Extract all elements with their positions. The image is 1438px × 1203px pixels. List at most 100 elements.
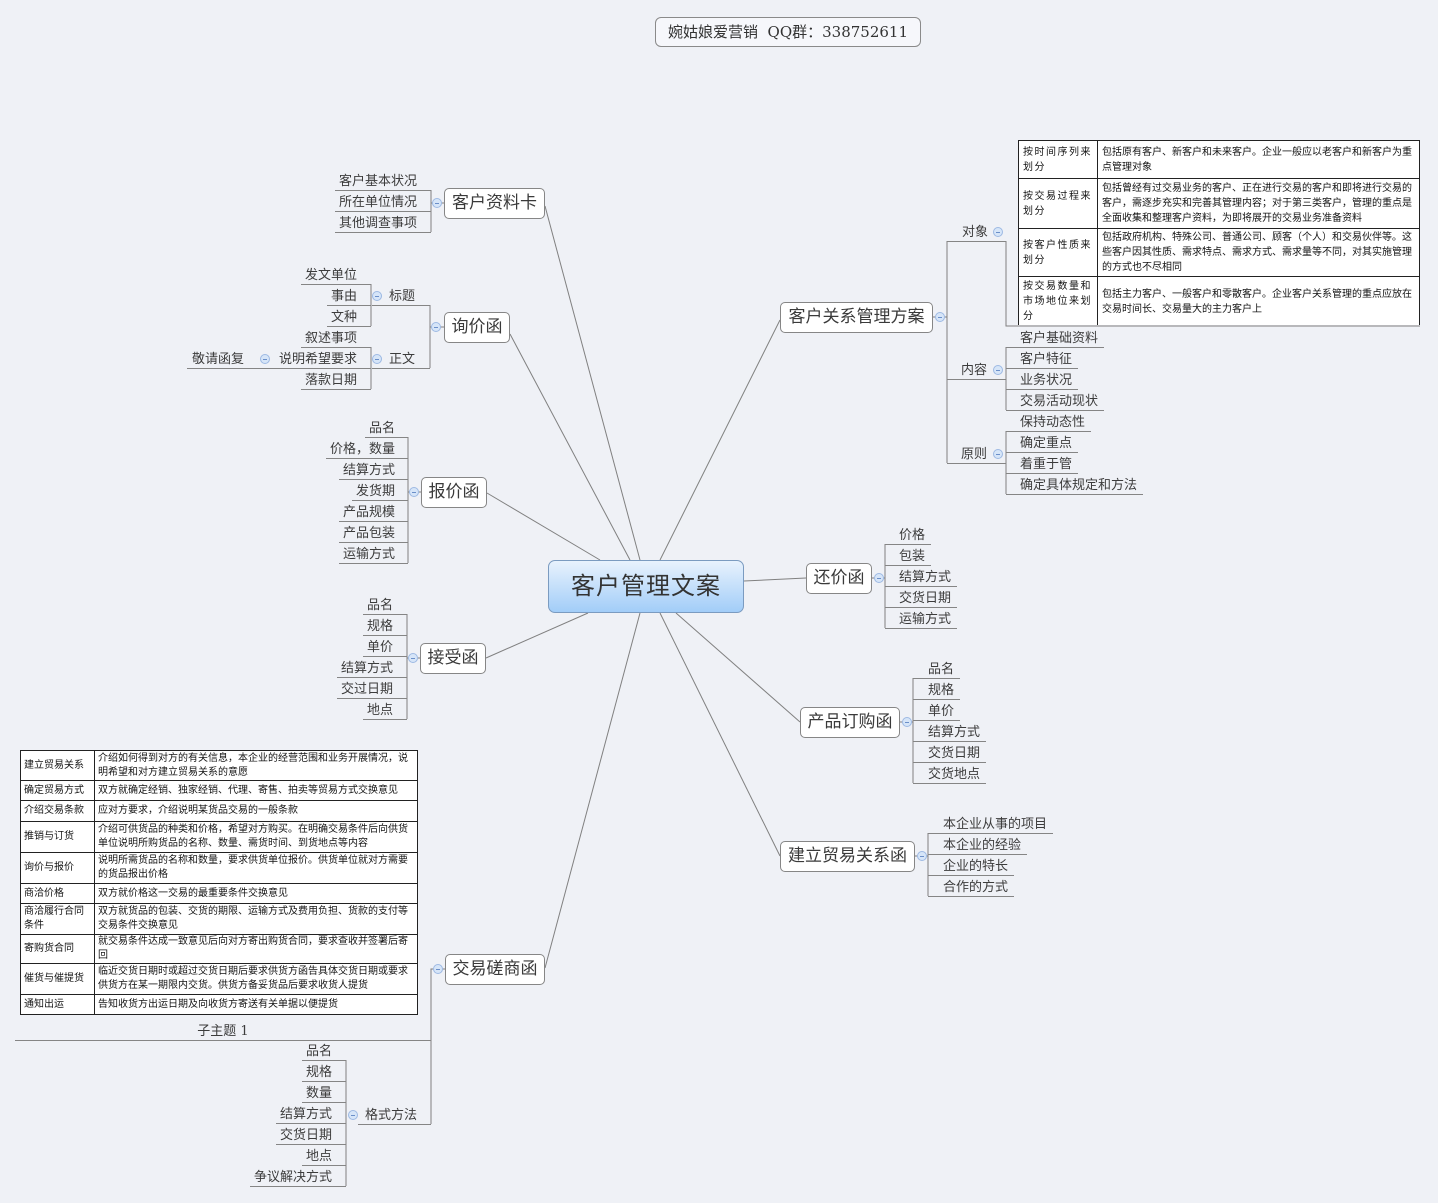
subtopic[interactable]: 发文单位 <box>300 268 371 285</box>
collapse-icon[interactable] <box>935 312 945 322</box>
collapse-icon[interactable] <box>993 365 1003 375</box>
collapse-icon[interactable] <box>408 653 418 663</box>
subtopic[interactable]: 产品规模 <box>338 505 408 522</box>
branch-line-counter-offer <box>743 577 807 582</box>
subtopic-format[interactable]: 格式方法 <box>358 1108 431 1125</box>
subtopic[interactable]: 结算方式 <box>336 661 407 678</box>
topic-trade-relation-letter[interactable]: 建立贸易关系函 <box>780 841 915 872</box>
subtopic[interactable]: 确定具体规定和方法 <box>1006 478 1144 495</box>
subtopic[interactable]: 品名 <box>362 598 407 615</box>
subtopic[interactable]: 其他调查事项 <box>334 216 431 233</box>
table-row: 推销与订货介绍可供货品的种类和价格，希望对方购买。在明确交易条件后向供货单位说明… <box>20 821 418 853</box>
topic-quotation-letter[interactable]: 报价函 <box>421 477 487 508</box>
subtopic[interactable]: 本企业的经验 <box>928 838 1028 855</box>
subtopic[interactable]: 价格 <box>885 528 932 545</box>
subtopic[interactable]: 文种 <box>326 310 371 327</box>
subtopic-request-reply[interactable]: 敬请函复 <box>187 352 272 369</box>
collapse-icon[interactable] <box>348 1110 358 1120</box>
topic-crm-plan[interactable]: 客户关系管理方案 <box>780 302 933 333</box>
subtopic[interactable]: 结算方式 <box>338 463 408 480</box>
subtopic[interactable]: 运输方式 <box>338 547 408 564</box>
subtopic[interactable]: 合作的方式 <box>928 880 1015 897</box>
subtopic[interactable]: 发货期 <box>351 484 408 501</box>
topic-counter-offer-letter[interactable]: 还价函 <box>806 563 872 594</box>
subtopic[interactable]: 结算方式 <box>885 570 958 587</box>
subtopic[interactable]: 争议解决方式 <box>249 1170 346 1187</box>
collapse-icon[interactable] <box>433 964 443 974</box>
subtopic[interactable]: 客户特征 <box>1006 352 1079 369</box>
central-topic[interactable]: 客户管理文案 <box>548 560 744 613</box>
topic-inquiry-letter[interactable]: 询价函 <box>444 312 510 343</box>
subtopic-1-label[interactable]: 子主题 1 <box>15 1024 431 1041</box>
collapse-icon[interactable] <box>372 354 382 364</box>
subtopic-heading[interactable]: 标题 <box>372 289 430 306</box>
topic-customer-card[interactable]: 客户资料卡 <box>444 188 545 219</box>
header-title[interactable]: 婉姑娘爱营销 QQ群：338752611 <box>655 17 921 47</box>
subtopic[interactable]: 规格 <box>362 619 407 636</box>
subtopic[interactable]: 产品包装 <box>338 526 408 543</box>
collapse-icon[interactable] <box>409 487 419 497</box>
subtopic[interactable]: 交货地点 <box>913 767 987 784</box>
subtopic-body[interactable]: 正文 <box>372 352 430 369</box>
table-row: 按交易数量和市场地位来划分包括主力客户、一般客户和零散客户。企业客户关系管理的重… <box>1018 276 1420 325</box>
subtopic-principle[interactable]: 原则 <box>947 447 1006 464</box>
collapse-icon[interactable] <box>432 198 442 208</box>
topic-purchase-order-letter[interactable]: 产品订购函 <box>800 707 900 738</box>
subtopic[interactable]: 数量 <box>301 1086 346 1103</box>
topic-acceptance-letter[interactable]: 接受函 <box>420 643 486 674</box>
subtopic[interactable]: 运输方式 <box>885 612 958 629</box>
customer-card-items: 客户基本状况 所在单位情况 其他调查事项 <box>334 174 431 233</box>
subtopic[interactable]: 品名 <box>913 662 961 679</box>
subtopic[interactable]: 叙述事项 <box>300 331 371 348</box>
collapse-icon[interactable] <box>917 851 927 861</box>
collapse-icon[interactable] <box>372 291 382 301</box>
subtopic[interactable]: 所在单位情况 <box>334 195 431 212</box>
table-cell-description: 包括主力客户、一般客户和零散客户。企业客户关系管理的重点应放在交易时间长、交易量… <box>1097 276 1420 325</box>
branch-line-inquiry <box>509 333 631 561</box>
collapse-icon[interactable] <box>993 227 1003 237</box>
subtopic[interactable]: 落款日期 <box>300 373 371 390</box>
bracket-acceptance <box>406 614 420 719</box>
collapse-icon[interactable] <box>993 449 1003 459</box>
topic-negotiation-letter[interactable]: 交易磋商函 <box>445 954 545 985</box>
subtopic[interactable]: 品名 <box>301 1044 346 1061</box>
table-cell-category: 催货与催提货 <box>20 963 95 995</box>
subtopic[interactable]: 包装 <box>885 549 932 566</box>
subtopic[interactable]: 本企业从事的项目 <box>928 817 1054 834</box>
subtopic[interactable]: 客户基本状况 <box>334 174 431 191</box>
customer-segmentation-table[interactable]: 按时间序列来划分包括原有客户、新客户和未来客户。企业一般应以老客户和新客户为重点… <box>1018 140 1420 325</box>
subtopic[interactable]: 地点 <box>362 703 407 720</box>
subtopic[interactable]: 说明希望要求 <box>271 352 371 369</box>
collapse-icon[interactable] <box>874 573 884 583</box>
subtopic[interactable]: 规格 <box>301 1065 346 1082</box>
table-row: 按交易过程来划分包括曾经有过交易业务的客户、正在进行交易的客户和即将进行交易的客… <box>1018 178 1420 229</box>
subtopic-target[interactable]: 对象 <box>947 225 1006 242</box>
subtopic[interactable]: 规格 <box>913 683 961 700</box>
subtopic[interactable]: 交货日期 <box>885 591 958 608</box>
subtopic[interactable]: 确定重点 <box>1006 436 1079 453</box>
table-cell-description: 双方就确定经销、独家经销、代理、寄售、拍卖等贸易方式交换意见 <box>94 780 418 801</box>
subtopic[interactable]: 结算方式 <box>275 1107 346 1124</box>
subtopic[interactable]: 单价 <box>362 640 407 657</box>
subtopic-content[interactable]: 内容 <box>947 363 1006 380</box>
subtopic[interactable]: 着重于管 <box>1006 457 1079 474</box>
subtopic[interactable]: 价格，数量 <box>325 442 408 459</box>
subtopic[interactable]: 地点 <box>301 1149 346 1166</box>
subtopic[interactable]: 交易活动现状 <box>1006 394 1105 411</box>
subtopic[interactable]: 交货日期 <box>913 746 987 763</box>
subtopic[interactable]: 交货日期 <box>275 1128 346 1145</box>
subtopic[interactable]: 结算方式 <box>913 725 987 742</box>
subtopic[interactable]: 保持动态性 <box>1006 415 1092 432</box>
subtopic[interactable]: 业务状况 <box>1006 373 1079 390</box>
subtopic[interactable]: 交过日期 <box>336 682 407 699</box>
subtopic[interactable]: 品名 <box>364 421 408 438</box>
collapse-icon[interactable] <box>431 322 441 332</box>
collapse-icon[interactable] <box>260 354 270 364</box>
bracket-quotation <box>407 437 421 563</box>
subtopic[interactable]: 企业的特长 <box>928 859 1015 876</box>
subtopic[interactable]: 客户基础资料 <box>1006 331 1105 348</box>
subtopic[interactable]: 单价 <box>913 704 961 721</box>
trade-negotiation-table[interactable]: 建立贸易关系介绍如何得到对方的有关信息，本企业的经营范围和业务开展情况，说明希望… <box>20 750 418 1015</box>
collapse-icon[interactable] <box>902 717 912 727</box>
subtopic[interactable]: 事由 <box>326 289 371 306</box>
